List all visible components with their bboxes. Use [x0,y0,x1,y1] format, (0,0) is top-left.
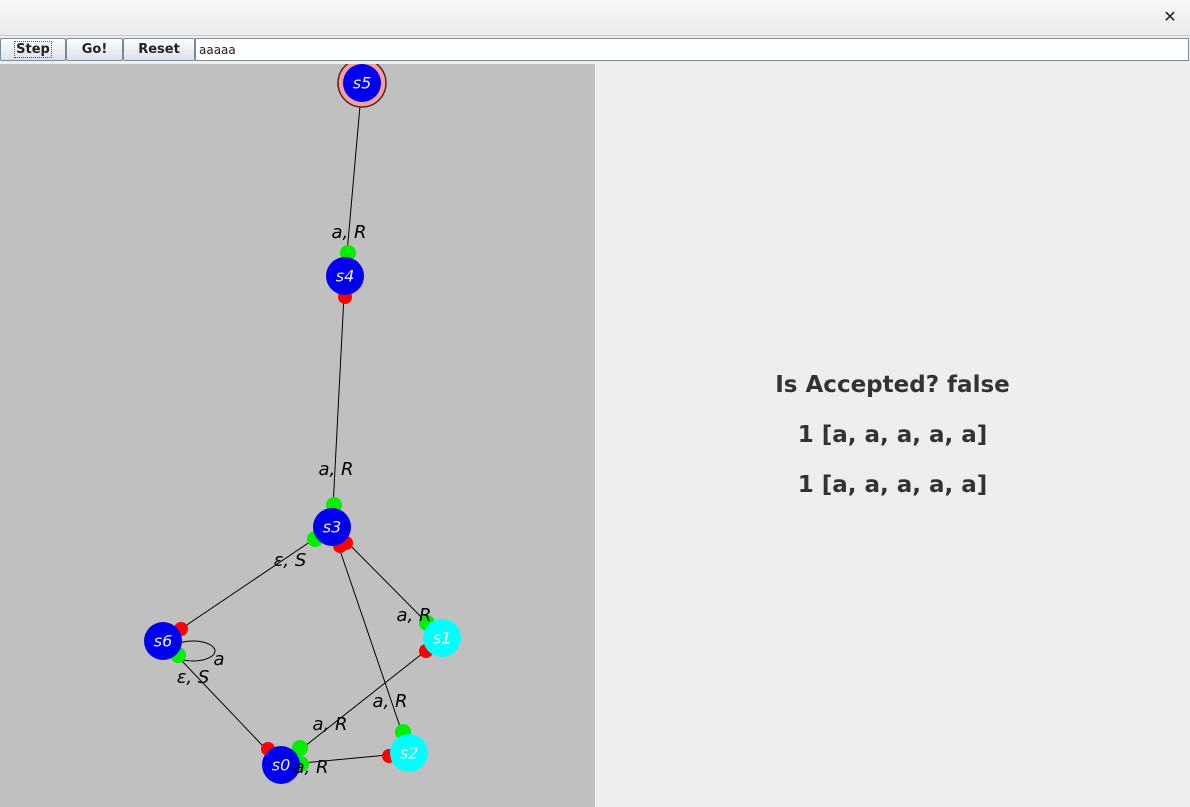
transition-edge-s3-s2[interactable] [331,526,410,754]
go-button[interactable]: Go! [66,38,123,61]
toolbar: Step Go! Reset [0,37,1190,63]
transition-label: ε, S [177,667,210,688]
transition-edge-s3-s4[interactable] [331,275,346,528]
state-label: s6 [154,632,173,651]
transition-label: a, R [332,222,367,243]
step-button-label: Step [14,41,52,58]
state-circle [423,619,461,657]
state-node-s5[interactable]: s5 [337,64,387,108]
trace-line-1: 1 [a, a, a, a, a] [797,422,988,448]
state-circle [262,746,300,784]
transition-label: a, R [319,459,354,480]
state-node-s1[interactable]: s1 [423,619,461,657]
transition-edge-s4-s5[interactable] [344,82,363,277]
state-circle [144,622,182,660]
transition-edge-s1-s0[interactable] [280,637,443,766]
edge-target-marker [292,740,308,756]
edge-target-marker [340,245,356,261]
input-string-field[interactable] [195,38,1189,61]
result-panel: Is Accepted? false 1 [a, a, a, a, a] 1 [… [595,64,1190,807]
state-circle [390,734,428,772]
step-button[interactable]: Step [0,38,66,61]
state-label: s2 [400,744,419,763]
transition-label: a, R [294,757,329,778]
transition-label: ε, S [274,550,307,571]
transition-label: a, R [313,714,348,735]
state-node-s6[interactable]: s6 [144,622,182,660]
state-label: s3 [323,518,342,537]
accepted-status: Is Accepted? false [775,372,1010,398]
transition-labels: a, Ra, Rε, Sa, Ra, Ra, Rε, Saa, R [177,222,432,778]
state-circle [313,508,351,546]
state-node-s3[interactable]: s3 [313,508,351,546]
state-circle [343,64,381,102]
state-nodes: s5 s4 s3 s6 s1 s2 s0 [144,64,461,784]
state-circle [326,257,364,295]
window-titlebar: ✕ [0,0,1190,36]
transition-edge-s6-s3[interactable] [162,526,333,642]
reset-button[interactable]: Reset [123,38,195,61]
trace-line-2: 1 [a, a, a, a, a] [797,472,988,498]
transition-edge-s0-s6[interactable] [162,640,282,766]
transition-label: a, R [397,605,432,626]
state-label: s4 [336,267,355,286]
state-node-s0[interactable]: s0 [262,746,300,784]
transition-label: a [213,649,224,670]
state-label: s5 [353,74,372,93]
close-icon[interactable]: ✕ [1163,7,1177,26]
state-node-s2[interactable]: s2 [390,734,428,772]
transition-edges [162,82,443,766]
transition-label: a, R [373,691,408,712]
state-label: s1 [433,629,452,648]
state-label: s0 [272,756,291,775]
state-node-s4[interactable]: s4 [326,257,364,295]
